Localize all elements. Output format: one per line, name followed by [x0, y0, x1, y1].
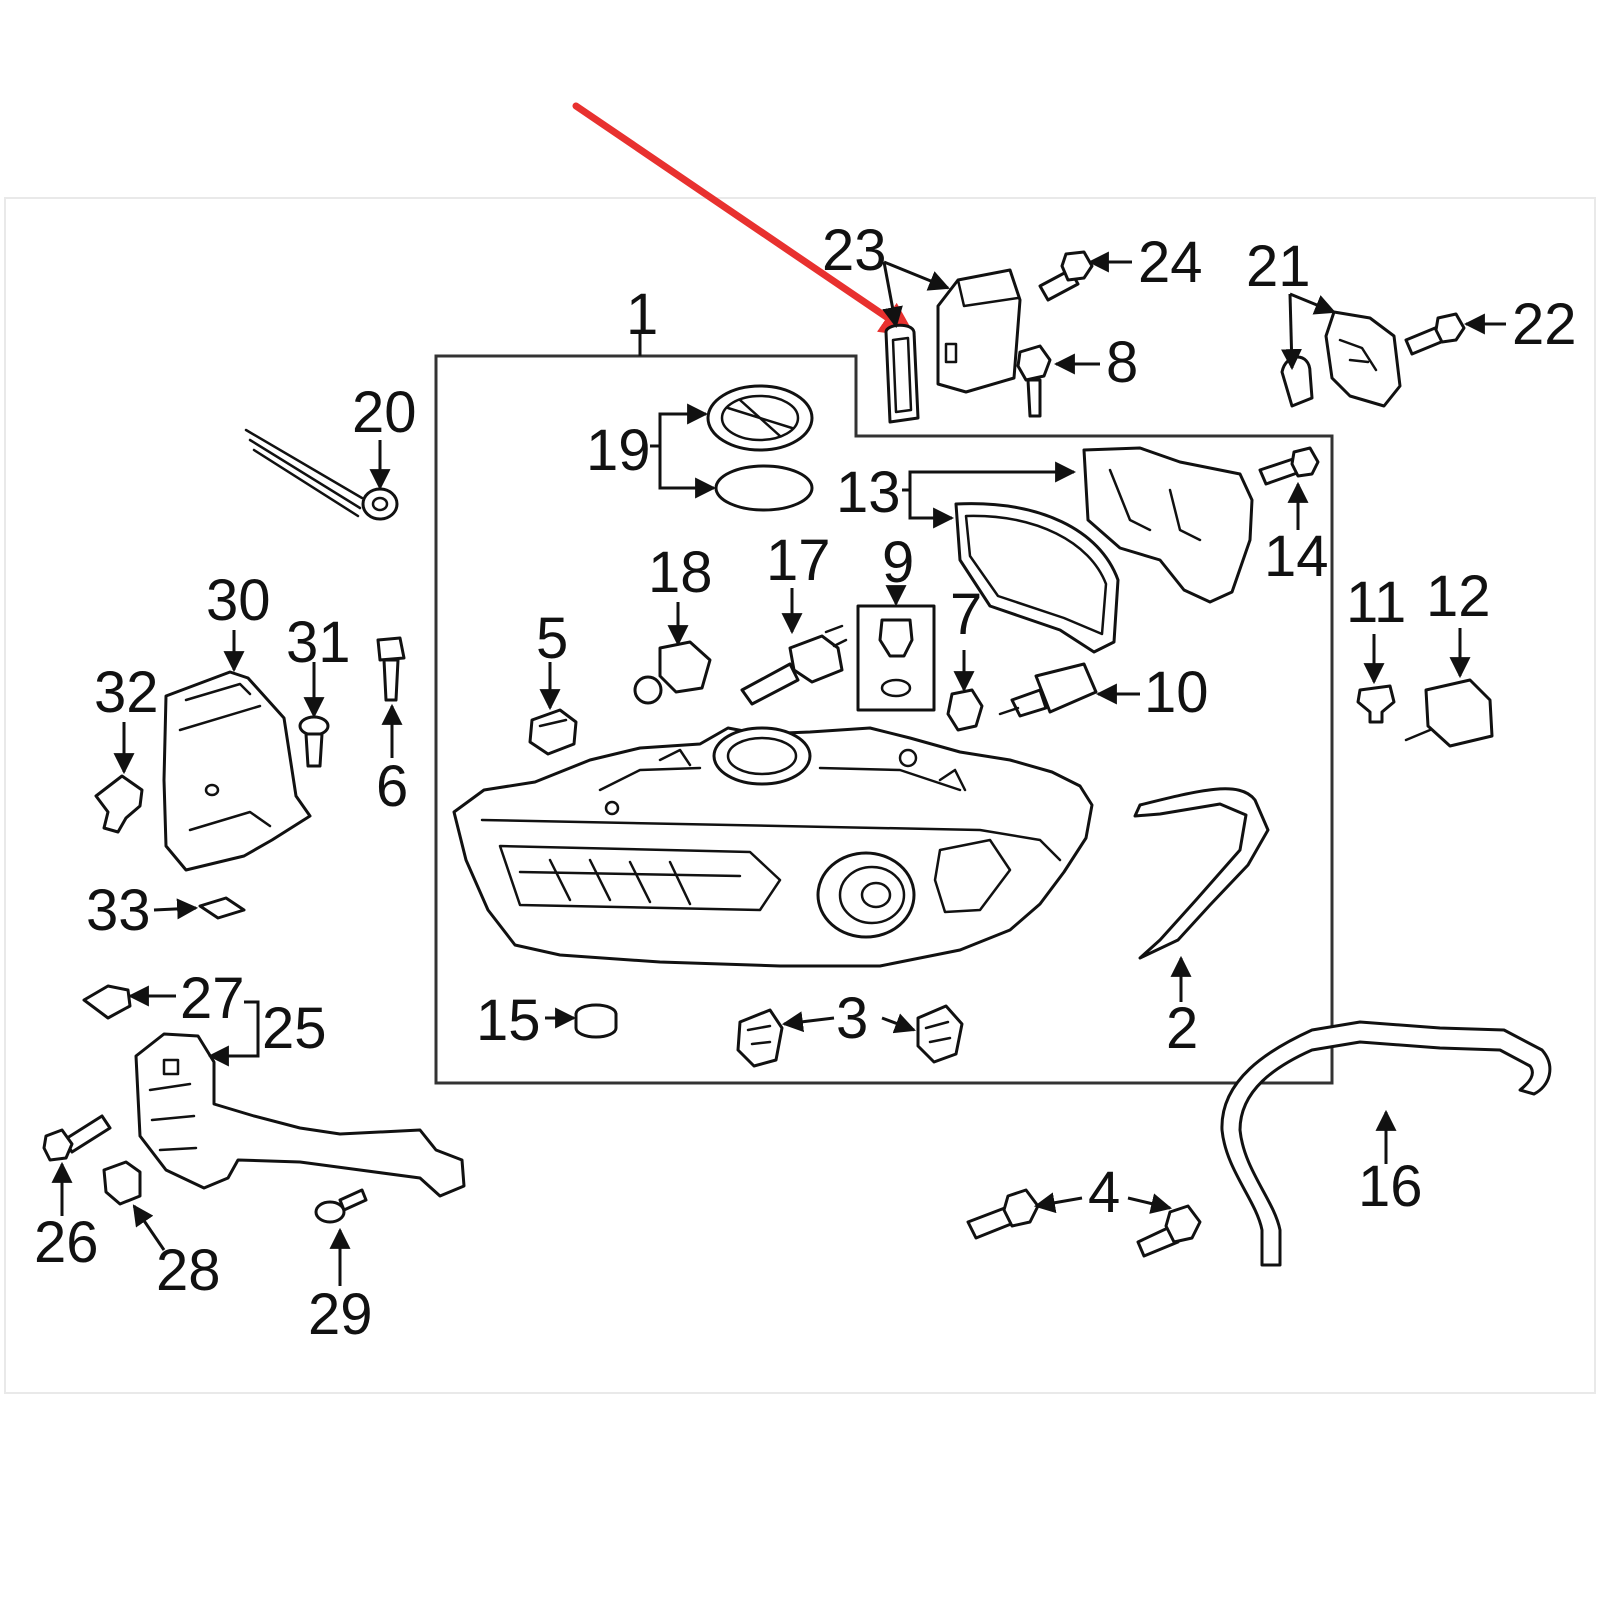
callout-4: 4 [1088, 1160, 1120, 1225]
callout-10: 10 [1144, 660, 1209, 725]
bulb-holder-18 [633, 640, 712, 705]
wire-harness-20 [244, 428, 399, 521]
bolt-26 [42, 1114, 112, 1162]
callout-5: 5 [536, 606, 568, 671]
callout-17: 17 [766, 528, 831, 593]
connector-12 [1404, 678, 1494, 748]
callout-22: 22 [1512, 292, 1577, 357]
callout-labels: 1 2 3 4 5 6 7 8 9 10 11 12 13 14 15 16 1… [34, 218, 1577, 1347]
callout-19: 19 [586, 418, 651, 483]
callout-27: 27 [180, 966, 245, 1031]
callout-12: 12 [1426, 564, 1491, 629]
mounting-clips [736, 1004, 964, 1068]
bulb-socket-7 [946, 688, 984, 732]
adjuster-nut [528, 708, 578, 756]
washer-33 [198, 896, 246, 920]
bulb-17 [740, 624, 848, 706]
callout-3: 3 [836, 986, 868, 1051]
cover-21 [1280, 310, 1402, 408]
callout-11: 11 [1346, 570, 1406, 635]
push-pin-29 [314, 1188, 368, 1224]
callout-8: 8 [1106, 330, 1138, 395]
callout-7: 7 [950, 582, 982, 647]
air-guide-30 [162, 670, 312, 872]
diagram-border [4, 197, 1596, 1394]
callout-33: 33 [86, 878, 151, 943]
callout-31: 31 [286, 610, 351, 675]
callout-29: 29 [308, 1282, 373, 1347]
cap-11 [1356, 684, 1396, 724]
side-bracket [1133, 787, 1270, 960]
ballast-module [884, 268, 1022, 424]
motor-actuator [998, 662, 1098, 718]
access-cap-19 [706, 384, 814, 512]
leader-lines [51, 251, 1506, 1286]
push-clip-31 [298, 715, 330, 768]
callout-25: 25 [262, 996, 327, 1061]
assembly-frame [434, 354, 1334, 1085]
callout-6: 6 [376, 754, 408, 819]
bolt-14 [1258, 446, 1320, 486]
callout-26: 26 [34, 1210, 99, 1275]
callout-23: 23 [822, 218, 887, 283]
plug-set-9 [856, 604, 936, 712]
headlamp-assembly [452, 726, 1094, 968]
clip-32 [94, 774, 144, 834]
bolt-22 [1404, 312, 1466, 356]
callout-9: 9 [882, 530, 914, 595]
bolt-8 [1016, 344, 1052, 418]
callout-2: 2 [1166, 996, 1198, 1061]
callout-24: 24 [1138, 230, 1203, 295]
screw-6 [376, 636, 406, 702]
clip-27 [82, 984, 132, 1020]
callout-20: 20 [352, 380, 417, 445]
callout-18: 18 [648, 540, 713, 605]
rear-cover-13 [954, 446, 1254, 654]
callout-32: 32 [94, 660, 159, 725]
callout-15: 15 [476, 988, 541, 1053]
clip-28 [102, 1160, 142, 1206]
bolts-4 [966, 1188, 1202, 1258]
callout-1: 1 [626, 282, 658, 347]
callout-13: 13 [836, 460, 901, 525]
lower-bracket-25 [134, 1032, 466, 1198]
bolt-24 [1038, 250, 1094, 302]
highlight-arrow [572, 102, 916, 337]
callout-14: 14 [1264, 524, 1329, 589]
callout-16: 16 [1358, 1154, 1423, 1219]
callout-21: 21 [1246, 234, 1311, 299]
vent-hose [1220, 1020, 1552, 1267]
callout-28: 28 [156, 1238, 221, 1303]
grommet-15 [574, 1003, 618, 1039]
callout-30: 30 [206, 568, 271, 633]
